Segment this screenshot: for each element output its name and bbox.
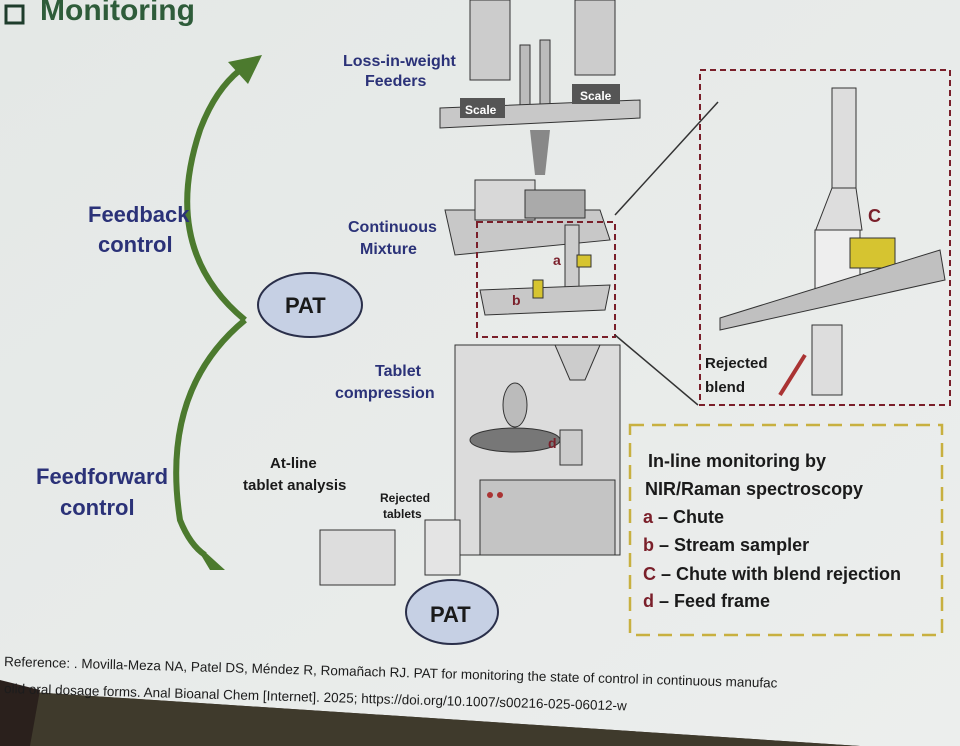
rejected-tablets-label: Rejected [380,491,430,505]
tablet-compression-label-2: compression [335,385,435,402]
legend-item-a: a – Chute [643,507,724,527]
legend-item-c: C – Chute with blend rejection [643,564,901,584]
rejected-tablets-label-2: tablets [383,507,422,521]
marker-b: b [512,292,521,308]
screen-shadow [0,680,40,746]
scale-right-label: Scale [580,89,612,103]
legend-text: – Chute [653,507,724,527]
pat-badge-top [257,272,363,338]
rejected-blend-label-2: blend [705,379,745,396]
legend-key: C [643,564,656,584]
legend-item-b: b – Stream sampler [643,535,809,555]
pat-label-top: PAT [285,293,326,318]
continuous-mixer [444,179,616,338]
legend-title-2: NIR/Raman spectroscopy [645,479,863,499]
slide-title: Monitoring [40,0,195,27]
legend-text: – Chute with blend rejection [656,564,901,584]
atline-label: At-line [270,455,317,472]
marker-c: C [868,206,881,226]
feeders-label-2: Feeders [365,73,426,90]
mixture-label-2: Mixture [360,241,417,258]
legend-text: – Stream sampler [654,535,809,555]
mixture-label: Continuous [348,219,437,236]
zoom-connector-bottom [614,334,699,406]
legend-text: – Feed frame [654,591,770,611]
legend-item-d: d – Feed frame [643,591,770,611]
feedback-label-2: control [98,232,173,257]
zoom-connector-top [614,101,719,216]
pat-label-bottom: PAT [430,602,471,627]
rejected-blend-label: Rejected [705,355,768,372]
chute-detail [699,69,951,406]
feedback-arrow-icon [184,55,262,323]
pat-badge-bottom [405,579,499,645]
feedforward-label-2: control [60,495,135,520]
marker-d: d [548,435,557,451]
screen-bottom-edge [0,690,860,746]
legend-title: In-line monitoring by [648,451,826,471]
title-checkbox-icon [4,4,25,25]
legend-box: In-line monitoring by NIR/Raman spectros… [628,423,944,637]
legend-key: a [643,507,654,527]
tablet-compression-label: Tablet [375,363,422,380]
marker-a: a [553,252,561,268]
feeders-label: Loss-in-weight [343,53,457,70]
feedback-label: Feedback [88,202,190,227]
feedforward-label: Feedforward [36,464,168,489]
scale-left-label: Scale [465,103,497,117]
tablet-press [319,344,621,586]
atline-label-2: tablet analysis [243,477,346,494]
legend-key: d [643,591,654,611]
loss-in-weight-feeders [439,0,641,175]
feedforward-arrow-icon [173,317,247,570]
legend-key: b [643,535,654,555]
